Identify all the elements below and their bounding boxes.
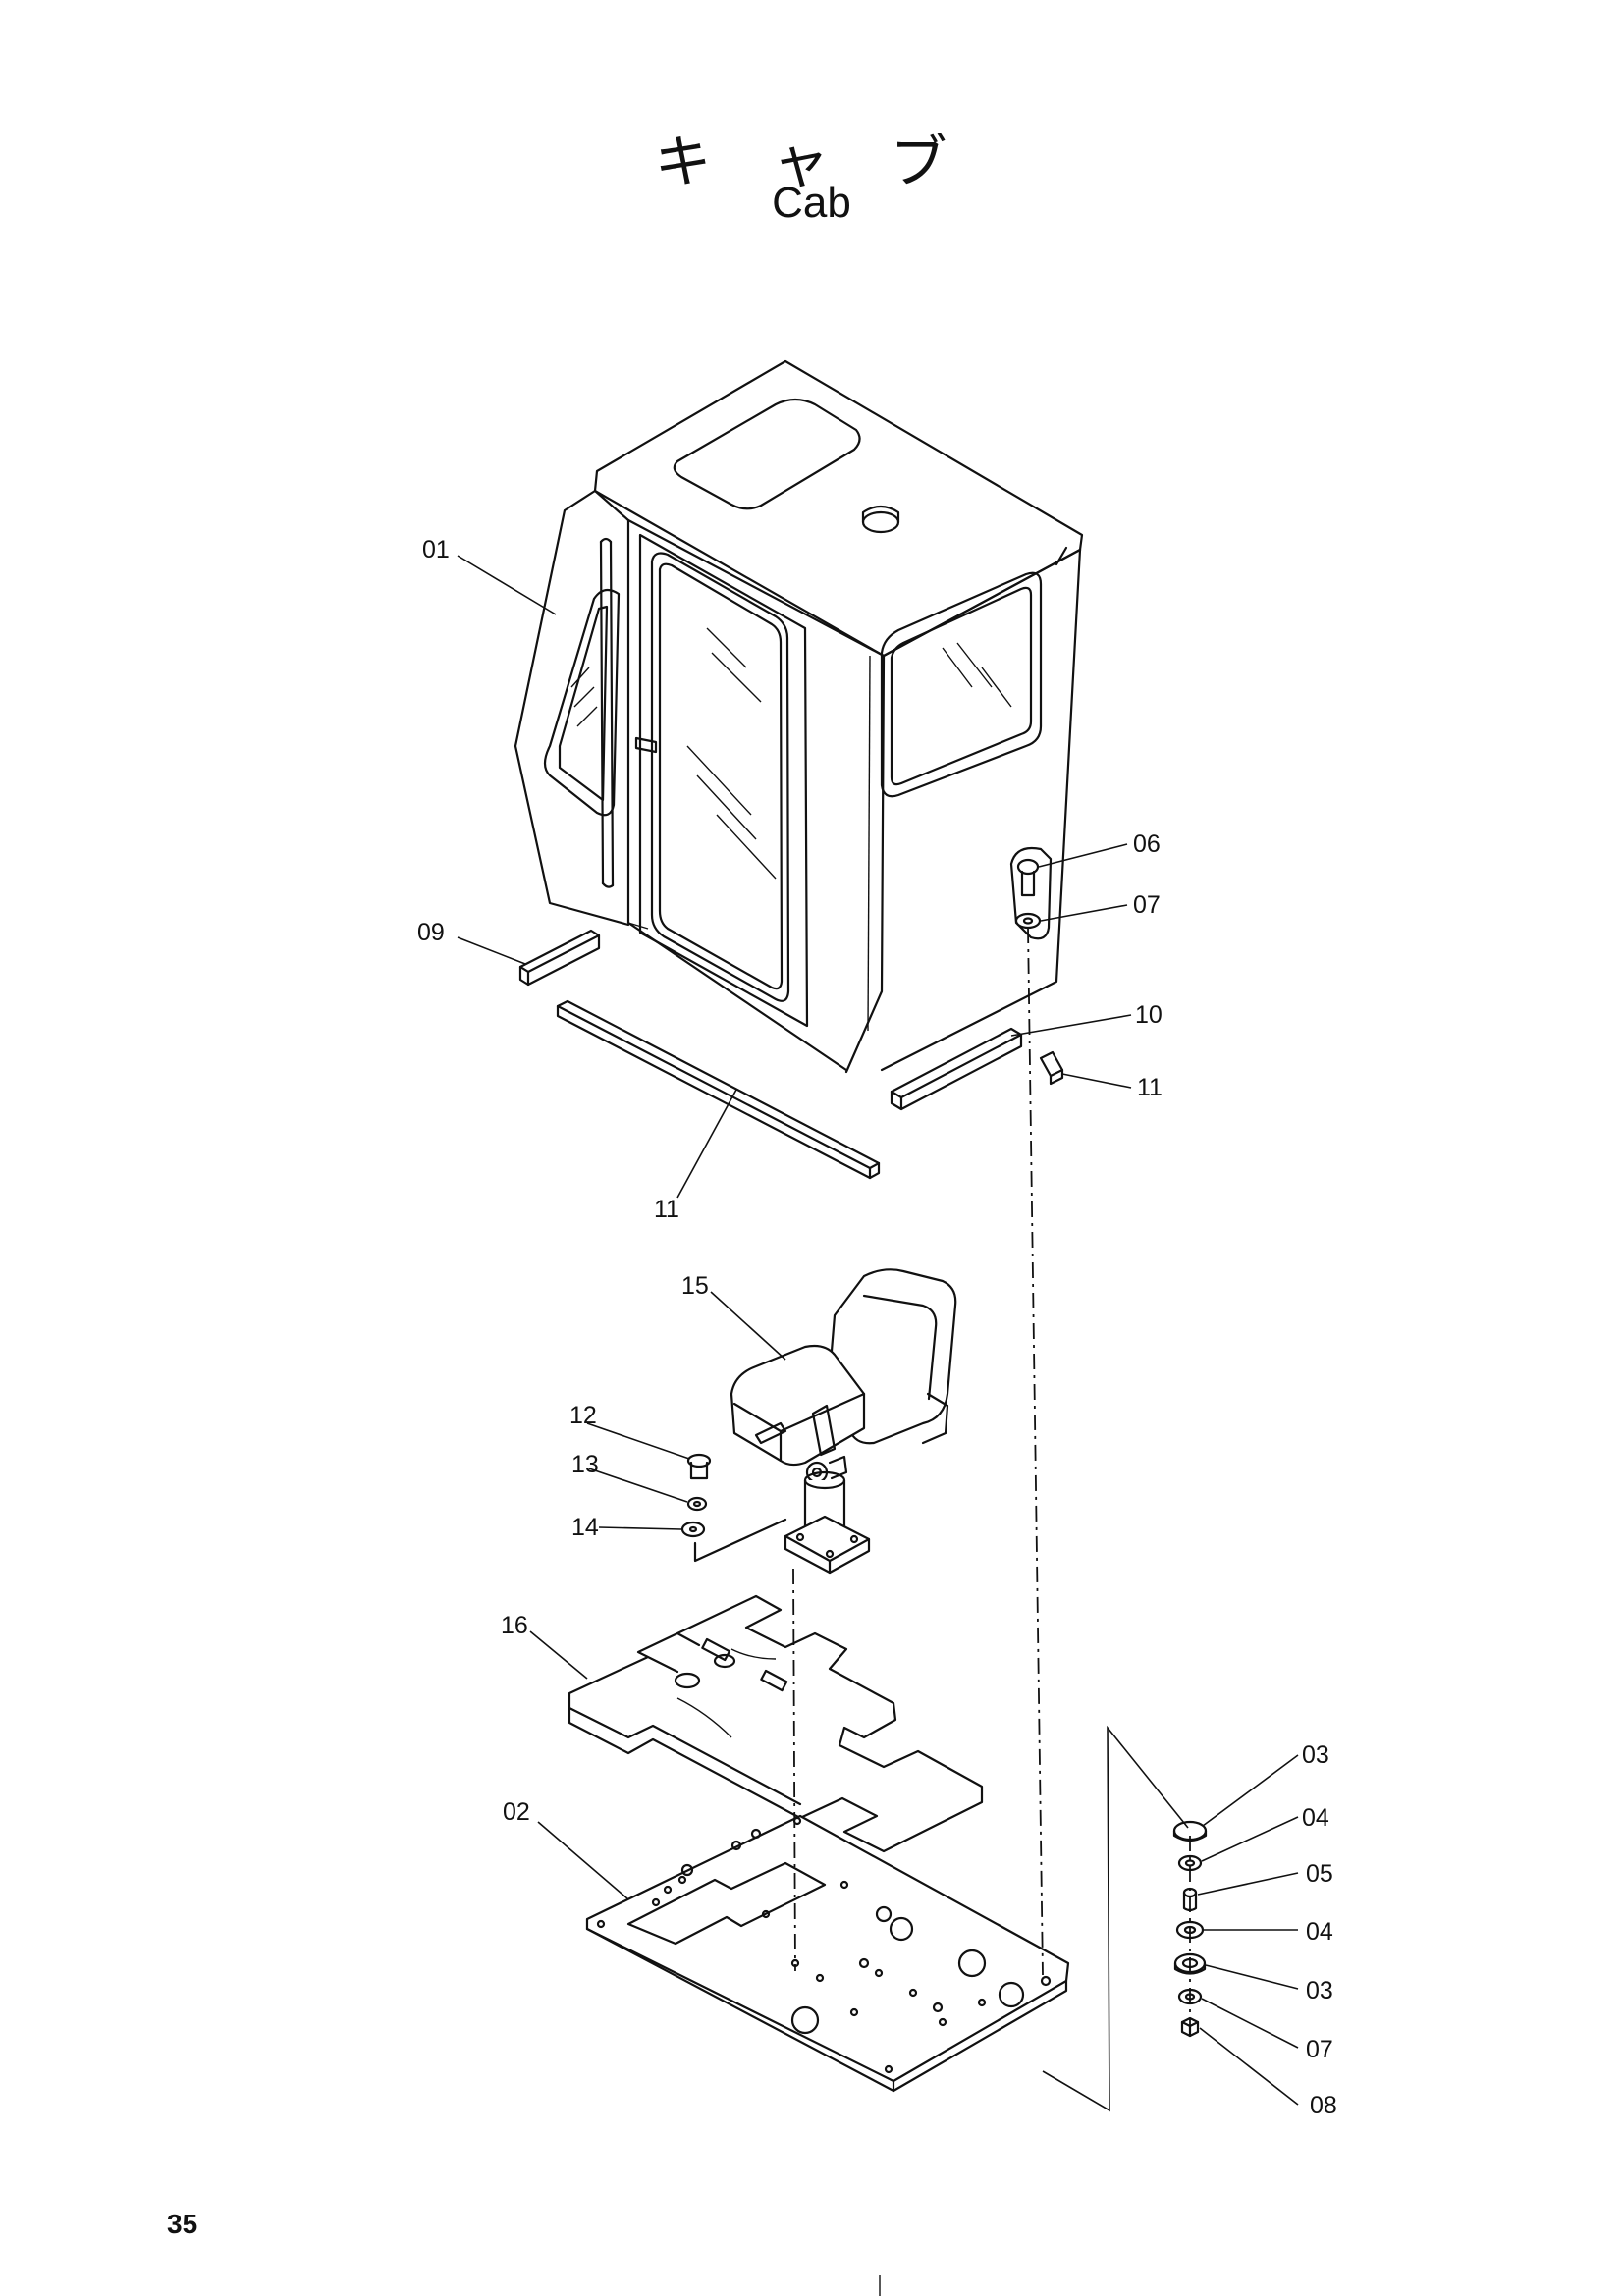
callout-07-upper: 07 [1133,891,1161,919]
bolt-06 [1016,858,1040,897]
washer-13 [686,1496,708,1512]
page-number: 35 [167,2209,198,2239]
bolt-12 [686,1453,712,1480]
callout-05: 05 [1306,1860,1333,1888]
leader-lines [457,555,1299,2106]
seal-strip-10 [890,1027,1023,1111]
callout-16: 16 [501,1612,528,1639]
centerline-cab-to-plate [1027,927,1044,1976]
callout-11-front: 11 [654,1196,679,1223]
title-japanese: キャブ [654,129,1008,195]
callout-10: 10 [1135,1001,1163,1029]
seal-strip-11-right [1039,1050,1064,1086]
seal-strip-11-front [556,999,881,1180]
mount-stack [1172,1820,1208,2038]
callout-08: 08 [1310,2092,1337,2119]
callout-07-lower: 07 [1306,2036,1333,2063]
operator-seat [730,1268,957,1575]
callout-13: 13 [571,1451,599,1478]
floor-plate [585,1814,1070,2093]
callout-04-upper: 04 [1302,1804,1329,1832]
seal-strip-09 [518,929,601,987]
callout-06: 06 [1133,830,1161,858]
cab-body [514,359,1084,1074]
callout-01: 01 [422,536,450,563]
bracket-line-mount-stack [1042,1725,1189,2112]
centerline-seat-to-plate [792,1568,796,1972]
title-english: Cab [772,179,851,227]
callout-03-lower: 03 [1306,1977,1333,2004]
callout-11-right: 11 [1137,1074,1163,1101]
callout-03-upper: 03 [1302,1741,1329,1769]
callout-04-lower: 04 [1306,1918,1333,1946]
washer-14 [680,1521,706,1538]
callout-14: 14 [571,1514,599,1541]
callout-02: 02 [503,1798,530,1826]
callout-09: 09 [417,919,445,946]
washer-07-upper [1014,912,1042,930]
callout-15: 15 [681,1272,709,1300]
floor-mat [568,1594,984,1853]
callout-12: 12 [569,1402,597,1429]
